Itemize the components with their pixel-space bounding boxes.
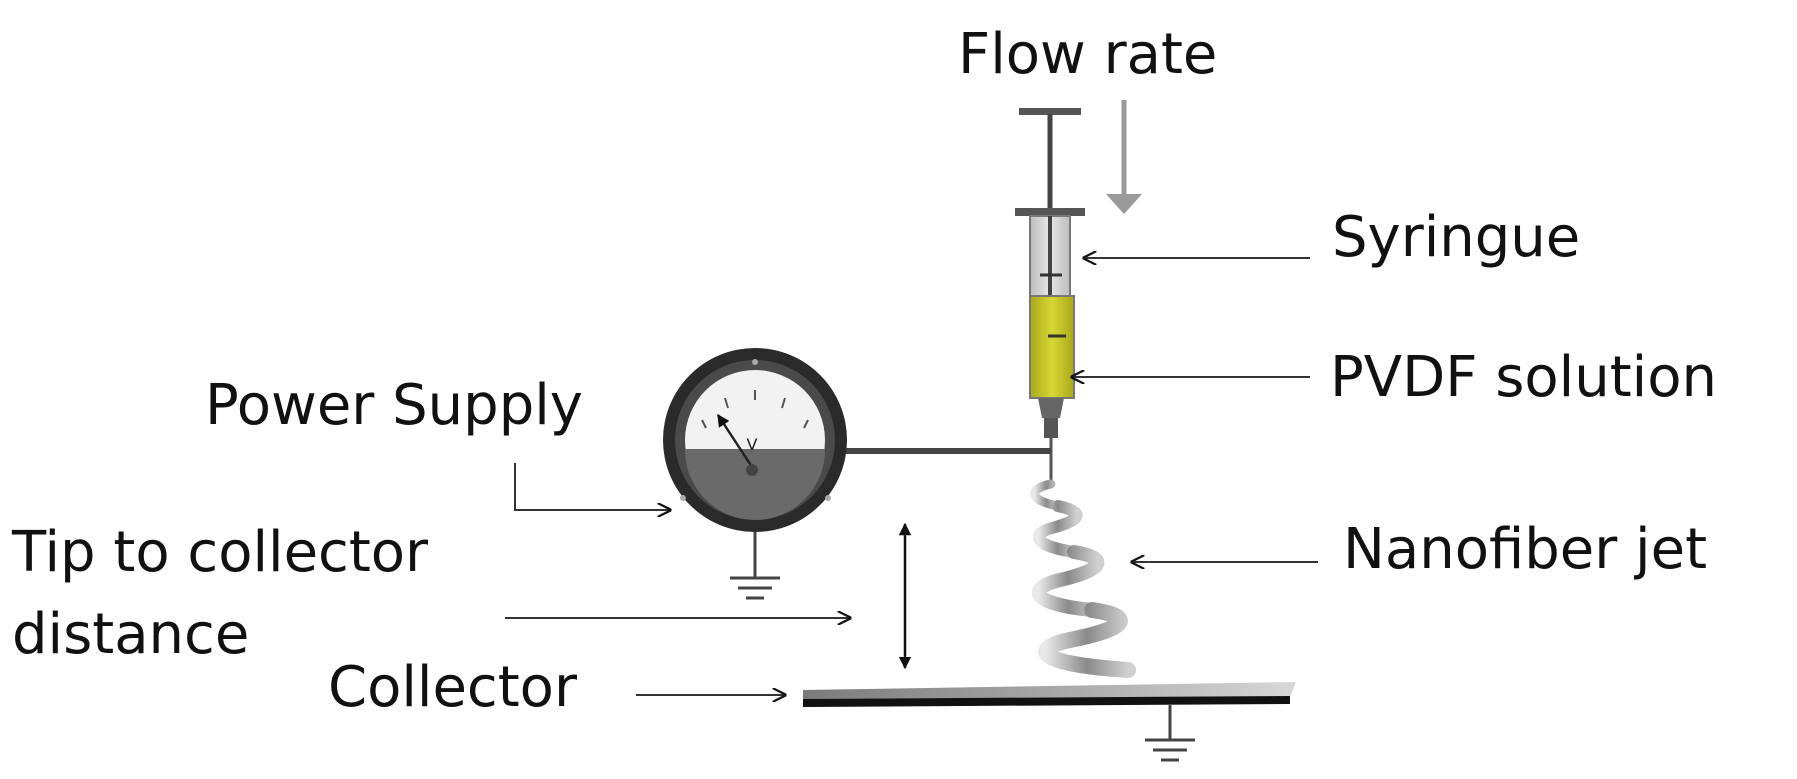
meter-ground-icon	[730, 532, 780, 600]
nanofiber-jet-label: Nanofiber jet	[1343, 517, 1708, 582]
nanofiber-jet	[1030, 479, 1136, 678]
tip-label-line-2: distance	[12, 602, 250, 667]
power-supply-meter: V	[663, 348, 847, 532]
meter-unit-label: V	[747, 435, 758, 454]
power-supply-label: Power Supply	[205, 373, 583, 438]
power-supply-pointer-arrow	[514, 463, 670, 510]
tip-to-collector-distance-label: Tip to collector distance	[12, 512, 428, 676]
collector-ground-icon	[1145, 705, 1195, 762]
syringe-label: Syringue	[1332, 205, 1581, 270]
syringe	[1015, 108, 1085, 482]
flow-rate-label: Flow rate	[958, 22, 1218, 87]
collector-label: Collector	[328, 655, 577, 720]
tip-label-line-1: Tip to collector	[12, 520, 429, 585]
pvdf-solution-label: PVDF solution	[1330, 345, 1717, 410]
flow-arrow	[1106, 100, 1142, 214]
collector-plate	[803, 682, 1296, 707]
